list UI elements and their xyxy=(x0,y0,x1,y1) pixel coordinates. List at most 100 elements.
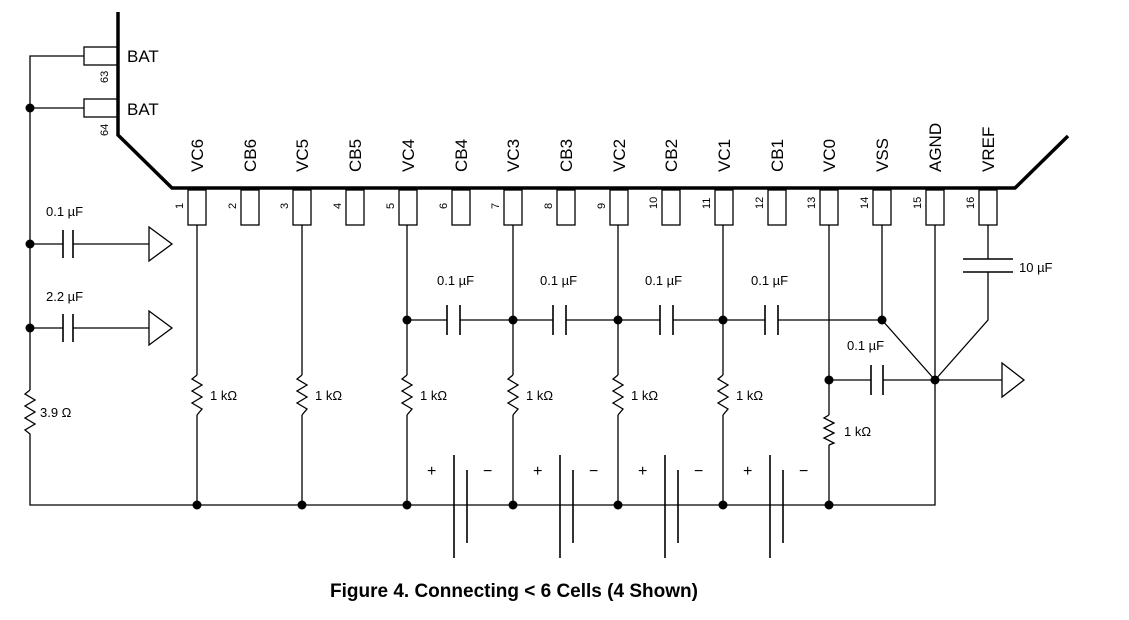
pin-2 xyxy=(240,189,260,226)
pin-8 xyxy=(556,189,576,226)
ic-pins: VC61CB62VC53CB54VC45CB46VC37CB38VC29CB21… xyxy=(174,123,998,226)
bat-rail xyxy=(29,55,84,390)
pin-number: 6 xyxy=(438,203,450,209)
pin-name: CB1 xyxy=(768,139,787,172)
pin-number: 14 xyxy=(859,197,871,209)
bat-pin-63-name: BAT xyxy=(127,47,159,66)
bat-cap-bottom-label: 2.2 µF xyxy=(46,289,83,304)
pin-1 xyxy=(187,189,207,226)
sense-resistor-label: 1 kΩ xyxy=(210,388,237,403)
filter-cap-3 xyxy=(659,305,674,335)
junction-dot xyxy=(297,500,307,510)
pin-name: CB4 xyxy=(452,139,471,172)
pin-number: 5 xyxy=(385,203,397,209)
pin-7 xyxy=(503,189,523,226)
pin-number: 12 xyxy=(754,197,766,209)
pin-9 xyxy=(609,189,629,226)
pin-name: VC5 xyxy=(293,139,312,172)
vss-wire xyxy=(881,225,936,381)
pin-number: 1 xyxy=(174,203,186,209)
vref-cap-label: 10 µF xyxy=(1019,260,1053,275)
junction-dot xyxy=(508,315,518,325)
ground-symbol xyxy=(1001,361,1026,399)
cell-plus-sign: + xyxy=(638,463,647,480)
pin-name: VC4 xyxy=(399,139,418,172)
junction-dot xyxy=(613,500,623,510)
junction-dot xyxy=(508,500,518,510)
pin-name: VC6 xyxy=(188,139,207,172)
pin-number: 2 xyxy=(227,203,239,209)
pin-name: VC2 xyxy=(610,139,629,172)
sense-resistor-label: 1 kΩ xyxy=(631,388,658,403)
junction-dot xyxy=(718,500,728,510)
filter-cap-1 xyxy=(446,305,461,335)
cell-minus-sign: − xyxy=(589,463,598,480)
bat-pin-64 xyxy=(83,98,119,118)
bat-pin-64-number: 64 xyxy=(99,124,111,136)
ground-symbol xyxy=(148,309,174,347)
pin-name: VC3 xyxy=(504,139,523,172)
pin-3 xyxy=(292,189,312,226)
junction-dot xyxy=(402,500,412,510)
sense-resistor-label: 1 kΩ xyxy=(420,388,447,403)
cell-plus-sign: + xyxy=(427,463,436,480)
pin-name: VC1 xyxy=(715,139,734,172)
pin-number: 7 xyxy=(490,203,502,209)
junction-dot xyxy=(718,315,728,325)
pin-4 xyxy=(345,189,365,226)
cell-plus-sign: + xyxy=(533,463,542,480)
sense-resistor-label: 1 kΩ xyxy=(736,388,763,403)
vc0-resistor xyxy=(822,414,836,446)
pin-number: 9 xyxy=(596,203,608,209)
pin-12 xyxy=(767,189,787,226)
pin-6 xyxy=(451,189,471,226)
pin-15 xyxy=(925,189,945,226)
pin-number: 11 xyxy=(701,198,713,209)
bat-pin-63 xyxy=(83,46,119,66)
vref-cap xyxy=(963,258,1013,273)
junction-dot xyxy=(25,103,35,113)
battery-cells: +−+−+−+− xyxy=(427,455,808,558)
ground-symbol xyxy=(148,225,174,263)
vref-wire xyxy=(934,225,989,381)
pin-name: VSS xyxy=(873,138,892,172)
filter-cap-label-4: 0.1 µF xyxy=(751,273,788,288)
cell-plus-sign: + xyxy=(743,463,752,480)
pin-name: CB6 xyxy=(241,139,260,172)
pin-name: VREF xyxy=(979,127,998,172)
vc0-cap xyxy=(870,365,884,395)
pin-name: CB2 xyxy=(662,139,681,172)
filter-cap-label-1: 0.1 µF xyxy=(437,273,474,288)
bat-pin-64-name: BAT xyxy=(127,100,159,119)
filter-cap-label-2: 0.1 µF xyxy=(540,273,577,288)
bat-cap-top-label: 0.1 µF xyxy=(46,204,83,219)
ic-outline xyxy=(116,12,1070,190)
pin-16 xyxy=(978,189,998,226)
pin-5 xyxy=(398,189,418,226)
junction-dot xyxy=(192,500,202,510)
sense-resistor-label: 1 kΩ xyxy=(526,388,553,403)
pin-number: 8 xyxy=(543,203,555,209)
filter-cap-label-3: 0.1 µF xyxy=(645,273,682,288)
junction-dot xyxy=(402,315,412,325)
sense-resistor xyxy=(190,374,204,416)
vc0-resistor-label: 1 kΩ xyxy=(844,424,871,439)
pin-number: 16 xyxy=(965,197,977,209)
junction-dot xyxy=(824,500,834,510)
pin-10 xyxy=(661,189,681,226)
sense-resistor-label: 1 kΩ xyxy=(315,388,342,403)
pin-name: CB5 xyxy=(346,139,365,172)
pin-11 xyxy=(714,189,734,226)
cell-minus-sign: − xyxy=(483,463,492,480)
cell-minus-sign: − xyxy=(694,463,703,480)
vc0-cap-label: 0.1 µF xyxy=(847,338,884,353)
pin-name: CB3 xyxy=(557,139,576,172)
figure-caption: Figure 4. Connecting < 6 Cells (4 Shown) xyxy=(330,581,698,602)
bat-pin-63-number: 63 xyxy=(99,71,111,83)
pin-name: AGND xyxy=(926,123,945,172)
sense-resistor xyxy=(611,374,625,416)
bat-cap-top xyxy=(62,230,74,258)
sense-resistor xyxy=(506,374,520,416)
